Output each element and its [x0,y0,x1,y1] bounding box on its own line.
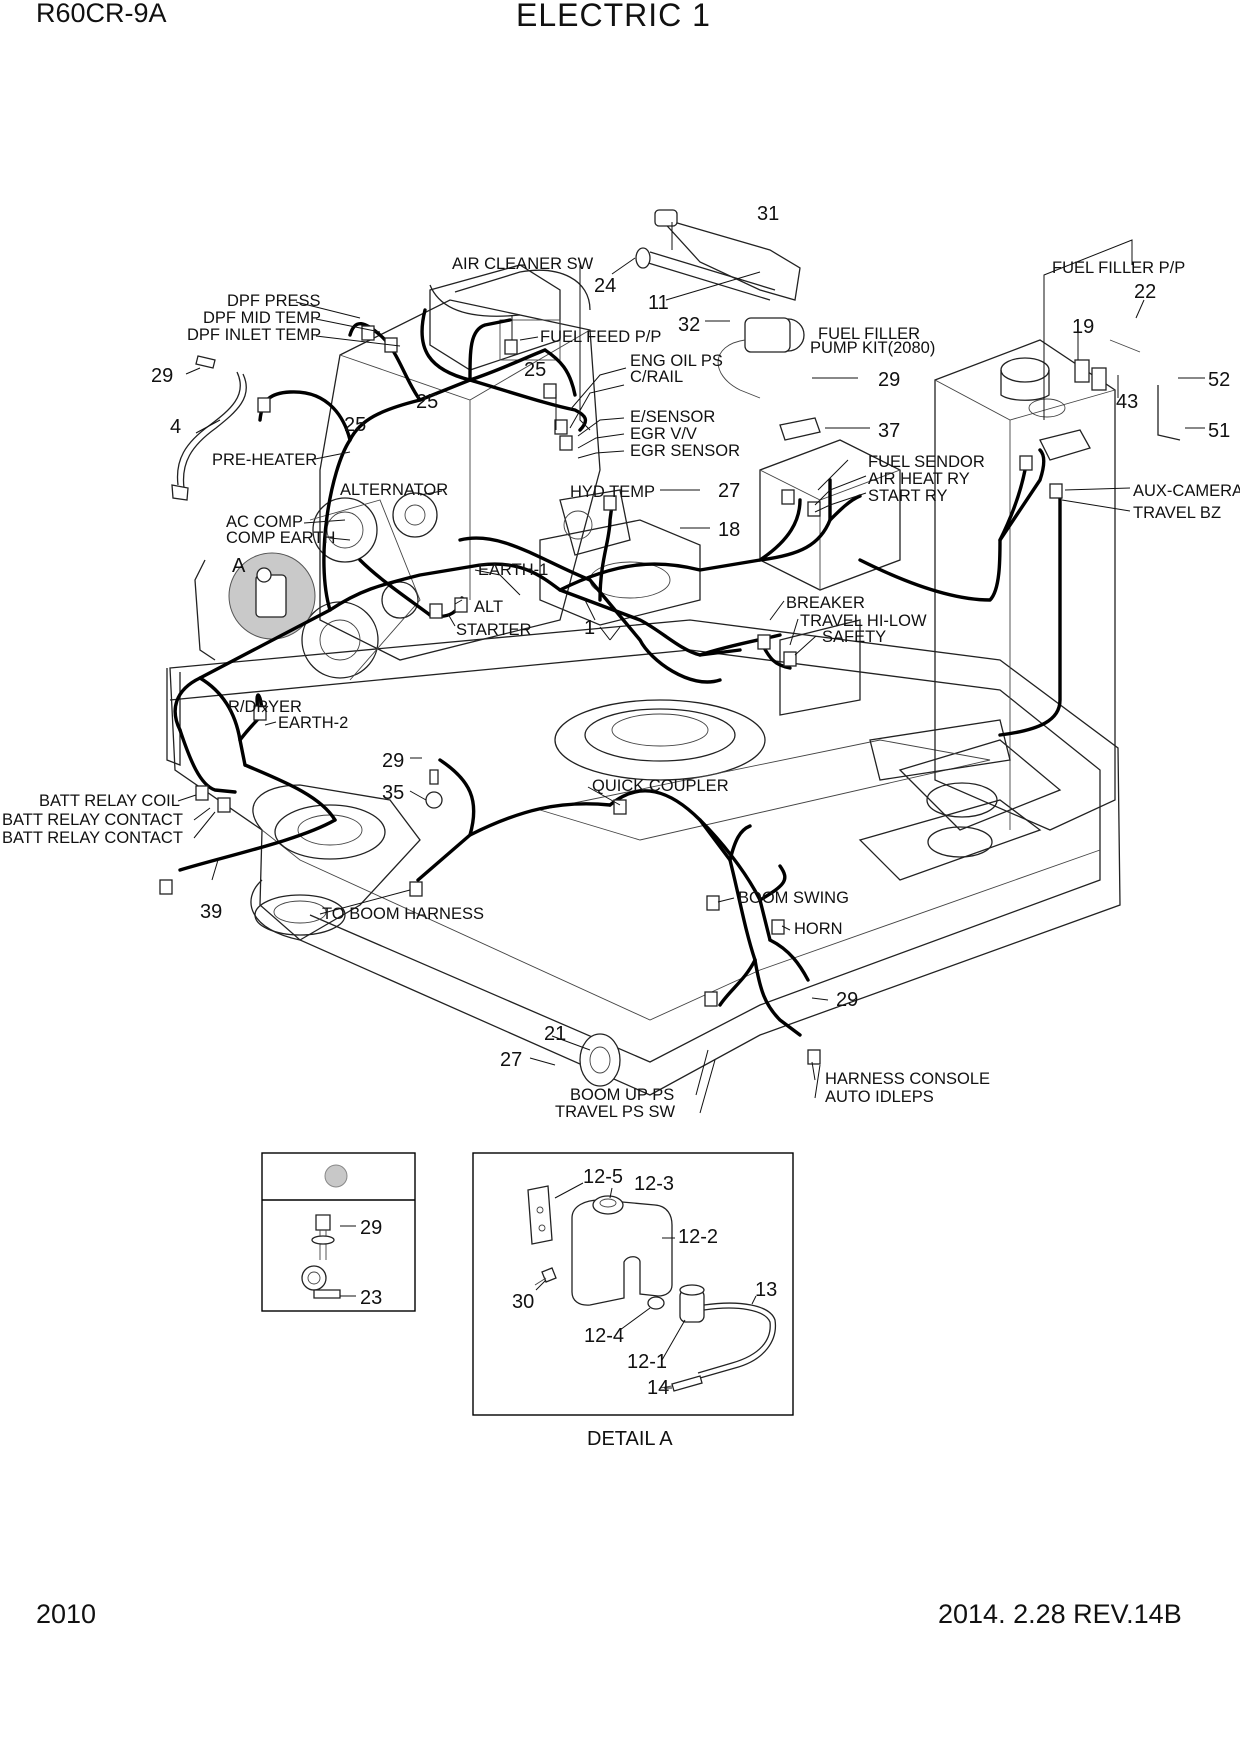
label-boom-up-ps: BOOM UP PS [570,1086,674,1104]
label-e-sensor: E/SENSOR [630,408,715,426]
label-travel-bz: TRAVEL BZ [1133,504,1221,522]
label-comp-earth: COMP EARTH [226,529,335,547]
label-hyd-temp: HYD TEMP [570,483,655,501]
callout-31: 31 [757,203,779,225]
label-travel-ps-sw: TRAVEL PS SW [555,1103,676,1121]
callout-51: 51 [1208,420,1230,442]
detail-a-box: 12-5 12-3 12-2 30 12-4 12-1 13 14 [472,1152,794,1416]
detail-callout-30: 30 [512,1291,534,1313]
detail-callout-12-2: 12-2 [678,1226,718,1248]
label-breaker: BREAKER [786,594,865,612]
label-safety: SAFETY [822,628,886,646]
callout-19: 19 [1072,316,1094,338]
callout-39: 39 [200,901,222,923]
label-batt-relay-coil: BATT RELAY COIL [39,792,180,810]
callout-52: 52 [1208,369,1230,391]
inset-callout-23: 23 [360,1287,382,1309]
component-labels: AIR CLEANER SW DPF PRESS DPF MID TEMP DP… [2,255,1240,1121]
label-fuel-filler-pump-kit: FUEL FILLER [818,325,920,343]
callout-24: 24 [594,275,616,297]
callout-25-b: 25 [416,391,438,413]
label-egr-vv: EGR V/V [630,425,697,443]
label-boom-swing: BOOM SWING [738,889,849,907]
label-eng-oil-ps: ENG OIL PS [630,352,723,370]
callout-43: 43 [1116,391,1138,413]
model-code: R60CR-9A [36,0,167,28]
detail-callout-14: 14 [647,1377,669,1399]
grey-dot-icon [324,1164,348,1188]
callout-11: 11 [648,292,669,314]
label-earth-2: EARTH-2 [278,714,348,732]
label-alt: ALT [474,598,503,616]
callout-27-top: 27 [718,480,740,502]
callout-37: 37 [878,420,900,442]
label-egr-sensor: EGR SENSOR [630,442,740,460]
label-horn: HORN [794,920,843,938]
label-air-heat-ry: AIR HEAT RY [868,470,970,488]
callout-27-bottom: 27 [500,1049,522,1071]
callout-29-bottom: 29 [836,989,858,1011]
leader-lines [177,222,1205,1114]
callout-21: 21 [544,1023,566,1045]
label-alternator: ALTERNATOR [340,481,448,499]
inset-callout-29: 29 [360,1217,382,1239]
label-to-boom-harness: TO BOOM HARNESS [322,905,484,923]
label-fuel-sendor: FUEL SENDOR [868,453,985,471]
label-auto-idleps: AUTO IDLEPS [825,1088,934,1106]
label-harness-console: HARNESS CONSOLE [825,1070,990,1088]
label-pump-kit-2080: PUMP KIT(2080) [810,339,935,357]
label-dpf-mid-temp: DPF MID TEMP [203,309,321,327]
label-pre-heater: PRE-HEATER [212,451,317,469]
callout-4: 4 [170,416,181,438]
callout-numbers: 31 24 11 32 29 37 22 19 43 52 51 29 4 25… [151,203,1230,1071]
callout-29-left: 29 [151,365,173,387]
label-fuel-feed-pp: FUEL FEED P/P [540,328,661,346]
callout-29-mid: 29 [382,750,404,772]
callout-25-c: 25 [344,414,366,436]
callout-18: 18 [718,519,740,541]
detail-callout-12-3: 12-3 [634,1173,674,1195]
label-dpf-press: DPF PRESS [227,292,321,310]
label-quick-coupler: QUICK COUPLER [592,777,729,795]
sheet-title: ELECTRIC 1 [516,0,711,33]
label-fuel-filler-pp: FUEL FILLER P/P [1052,259,1185,277]
detail-callout-13: 13 [755,1279,777,1301]
page-number: 2010 [36,1599,96,1629]
callout-1: 1 [584,617,595,639]
label-dpf-inlet-temp: DPF INLET TEMP [187,326,321,344]
label-batt-relay-contact-2: BATT RELAY CONTACT [2,829,183,847]
label-starter: STARTER [456,621,532,639]
revision-date: 2014. 2.28 REV.14B [938,1599,1182,1629]
callout-25-a: 25 [524,359,546,381]
harness-connectors [159,325,1063,1065]
label-air-cleaner-sw: AIR CLEANER SW [452,255,594,273]
label-start-ry: START RY [868,487,947,505]
callout-32: 32 [678,314,700,336]
callout-35: 35 [382,782,404,804]
callout-22: 22 [1134,281,1156,303]
label-c-rail: C/RAIL [630,368,683,386]
detail-a-caption: DETAIL A [587,1428,673,1450]
wiring-harness [173,308,1062,1037]
detail-a-marker: A [232,555,246,577]
label-earth-1: EARTH-1 [478,561,548,579]
label-r-dryer: R/DRYER [228,698,302,716]
detail-callout-12-4: 12-4 [584,1325,624,1347]
label-ac-comp: AC COMP [226,513,303,531]
label-travel-hi-low: TRAVEL HI-LOW [800,612,927,630]
inset-clamp-box: 29 23 [261,1152,416,1312]
label-batt-relay-contact-1: BATT RELAY CONTACT [2,811,183,829]
callout-29-top: 29 [878,369,900,391]
label-aux-camera: AUX-CAMERA [1133,482,1240,500]
detail-callout-12-1: 12-1 [627,1351,667,1373]
detail-callout-12-5: 12-5 [583,1166,623,1188]
